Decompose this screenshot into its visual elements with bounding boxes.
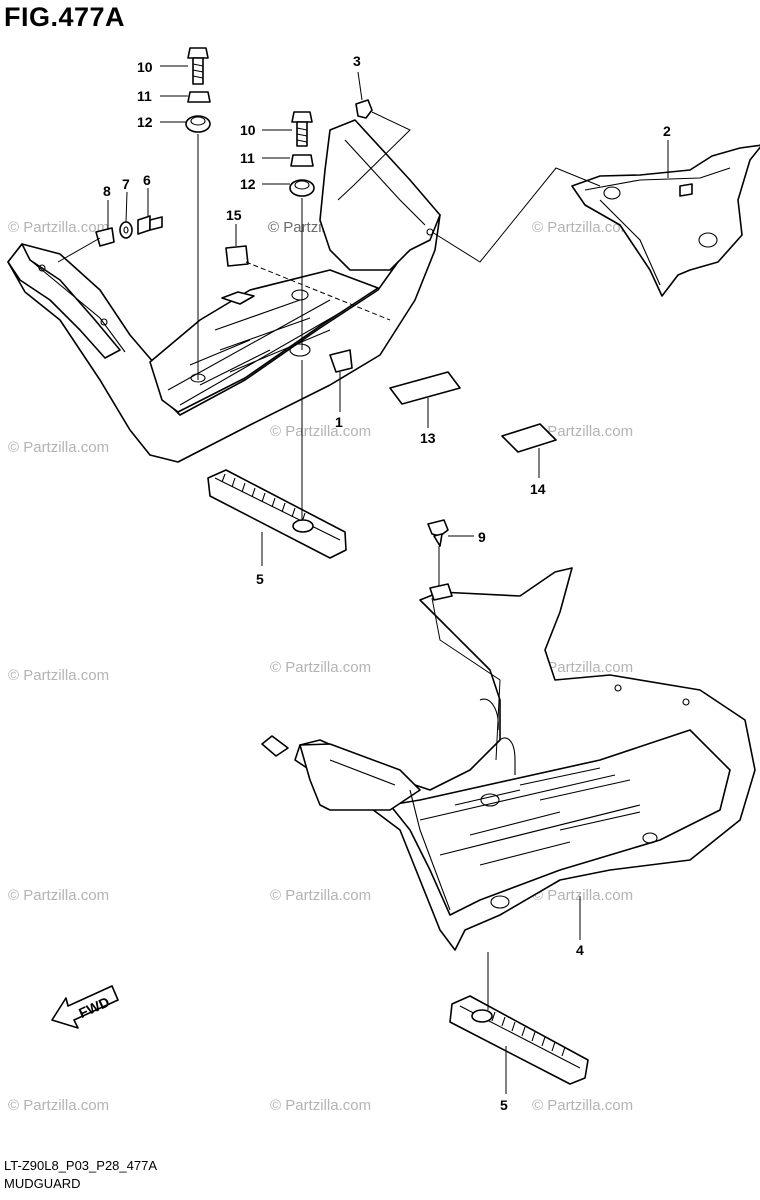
part-1-mudguard (7, 119, 441, 463)
callout-10: 10 (240, 122, 256, 138)
part-15-label (225, 245, 249, 267)
leader-lines (57, 65, 669, 1094)
part-14-pad (501, 423, 557, 453)
part-8-grommet (95, 227, 115, 247)
callout-9: 9 (478, 529, 486, 545)
watermark: © Partzilla.com (270, 887, 371, 904)
bolt-10-mid (291, 111, 313, 147)
watermark: © Partzilla.com (270, 659, 371, 676)
fwd-arrow-icon: FWD (51, 985, 119, 1029)
part-5-footrest-upper (207, 469, 347, 559)
nut-11-upper (187, 91, 211, 103)
callout-8: 8 (103, 183, 111, 199)
callout-3: 3 (353, 53, 361, 69)
spacer-12-upper (185, 115, 211, 133)
callout-12: 12 (240, 176, 256, 192)
callout-6: 6 (143, 172, 151, 188)
callout-13: 13 (420, 430, 436, 446)
watermark: © Partzilla.com (270, 423, 371, 440)
watermark: © Partzilla.com (532, 219, 633, 236)
callout-11: 11 (137, 88, 152, 104)
fwd-label: FWD (76, 994, 112, 1022)
nut-11-mid (290, 154, 314, 167)
callout-labels: 10 11 12 10 11 12 3 2 8 7 6 15 1 13 14 5… (103, 53, 671, 1113)
part-13-pad (389, 371, 461, 405)
part-9-clip (427, 519, 449, 547)
figure-title: FIG.477A (4, 2, 126, 32)
part-2-side-panel (571, 144, 760, 297)
callout-5: 5 (500, 1097, 508, 1113)
part-5-footrest-lower (449, 995, 589, 1085)
watermark-layer: © Partzilla.com © Partzilla.com © Partzi… (8, 219, 633, 1114)
callout-4: 4 (576, 942, 584, 958)
watermark: © Partzilla.com (8, 887, 109, 904)
callout-15: 15 (226, 207, 242, 223)
watermark: © Partzilla.com (8, 667, 109, 684)
callout-5: 5 (256, 571, 264, 587)
spacer-12-mid (289, 179, 315, 197)
callout-12: 12 (137, 114, 153, 130)
figure-code: LT-Z90L8_P03_P28_477A (4, 1158, 157, 1173)
callout-11: 11 (240, 150, 255, 166)
callout-1: 1 (335, 414, 343, 430)
callout-14: 14 (530, 481, 546, 497)
watermark: © Partzilla.com (270, 1097, 371, 1114)
watermark: © Partzilla.com (8, 1097, 109, 1114)
figure-name: MUDGUARD (4, 1176, 81, 1191)
callout-7: 7 (122, 176, 130, 192)
bolt-10-upper (187, 47, 209, 85)
part-4-mudguard-lower (261, 567, 756, 951)
part-6-screw (137, 215, 163, 235)
part-3-clip (355, 99, 373, 119)
watermark: © Partzilla.com (8, 219, 109, 236)
watermark: © Partzilla.com (532, 659, 633, 676)
watermark: © Partzilla.com (532, 1097, 633, 1114)
watermark: © Partzilla.com (532, 887, 633, 904)
callout-2: 2 (663, 123, 671, 139)
callout-10: 10 (137, 59, 153, 75)
watermark: © Partzilla.com (532, 423, 633, 440)
watermark: © Partzilla.com (8, 439, 109, 456)
part-7-washer (119, 221, 133, 239)
